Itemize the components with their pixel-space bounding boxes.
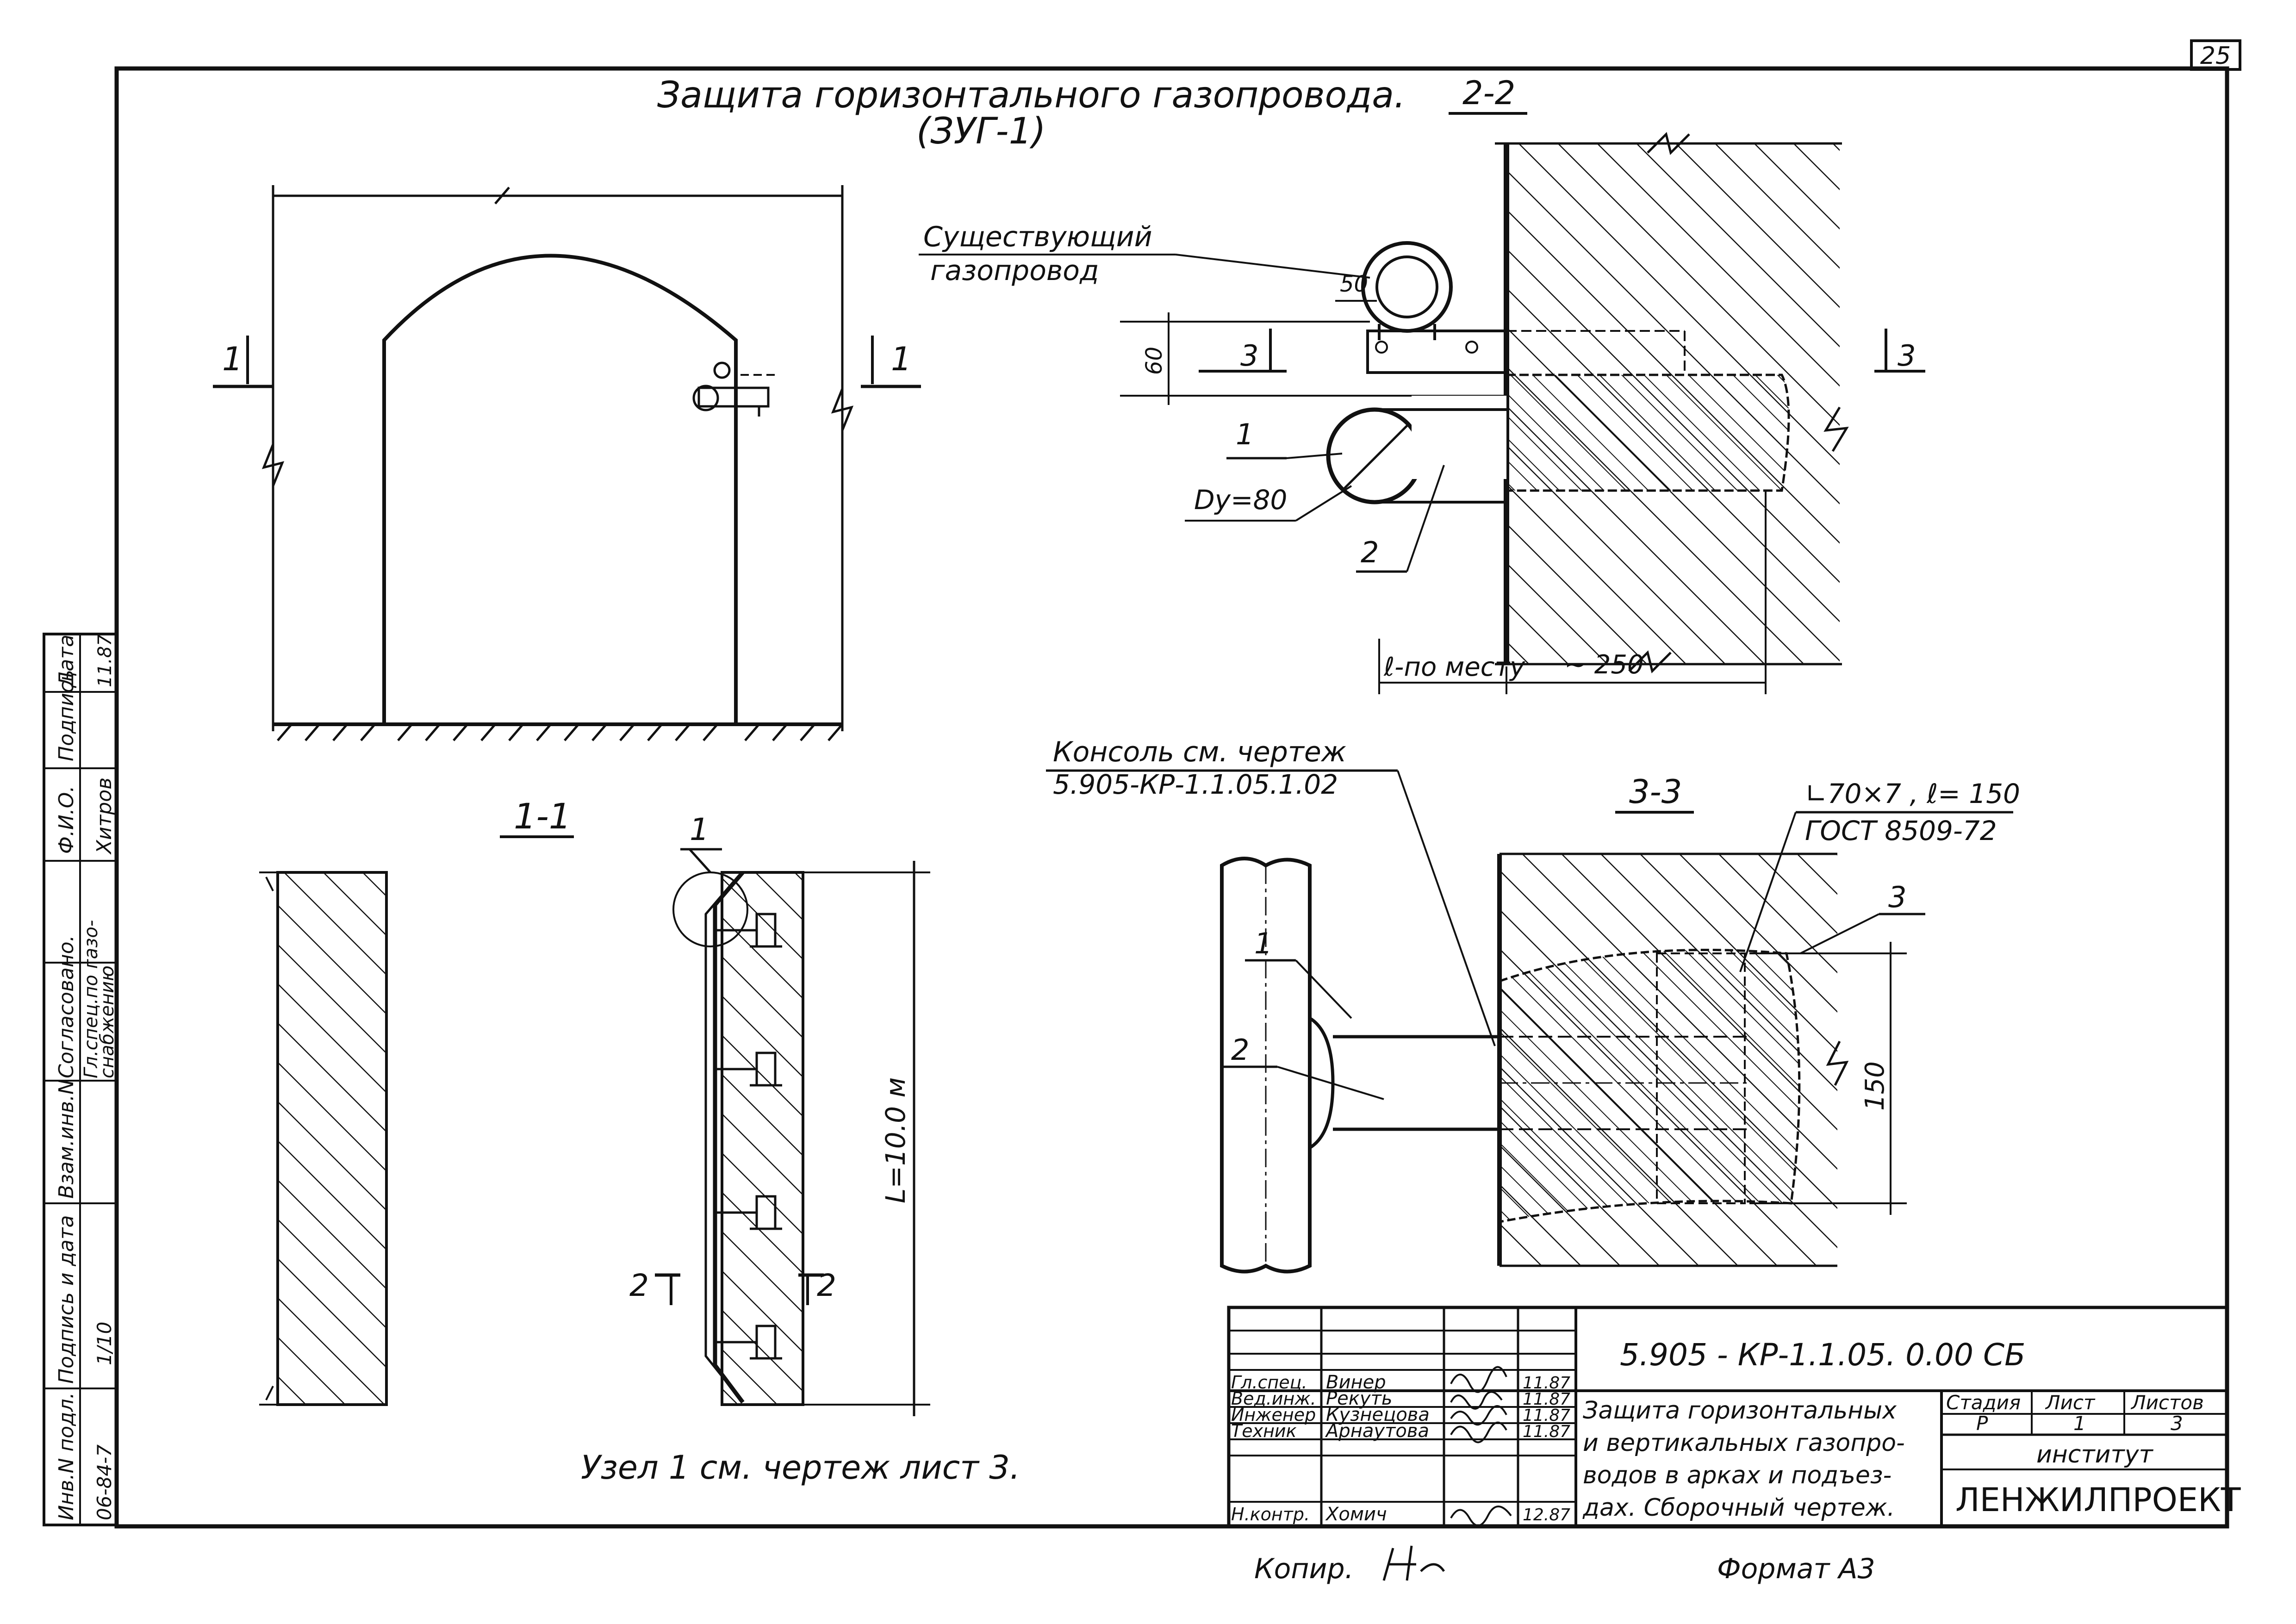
stamp-name: Хитров [93,778,116,855]
arch-elevation-view: 1 1 [213,185,921,741]
node-note: Узел 1 см. чертеж лист 3. [581,1449,1020,1487]
section-2-2-label: 2-2 [1462,74,1515,112]
marker-3-left: 3 [1240,339,1258,373]
stamp-col-fio: Ф.И.О. [55,786,78,854]
stamp-agreed: Согласовано. [55,935,78,1078]
existing-pipe-label-2: газопровод [930,255,1099,287]
stamp-inv-value: 06-84-7 [93,1444,116,1520]
document-code: 5.905 - КР-1.1.05. 0.00 СБ [1620,1337,2025,1373]
description-3: водов в арках и подъез- [1583,1462,1892,1489]
stamp-inv-2: Подпись и дата [55,1215,78,1384]
dim-150: 150 [1860,1061,1890,1111]
dim-50: 50 [1340,271,1368,297]
drawing-subtitle: (ЗУГ-1) [916,111,1046,152]
sheet-value: 1 [2073,1412,2086,1435]
section-1-1-callout: 1 [690,812,709,847]
angle-spec-2: ГОСТ 8509-72 [1805,815,1997,846]
marker-3-right: 3 [1898,339,1916,373]
section-marker-left: 1 [222,340,243,378]
stamp-col-date: Дата [55,635,78,688]
staff-date-2: 11.87 [1523,1390,1570,1409]
callout-3-3: 3 [1888,880,1906,914]
section-marker-right: 1 [891,340,912,378]
description-1: Защита горизонтальных [1583,1397,1897,1425]
diameter-label: Dу=80 [1194,484,1287,516]
stage-value: Р [1976,1412,1988,1435]
staff-name-4: Арнаутова [1325,1420,1429,1442]
institute-label: институт [2036,1441,2154,1468]
section-3-3-view: Консоль см. чертеж 5.905-КР-1.1.05.1.02 … [1046,736,2020,1274]
title-block: 5.905 - КР-1.1.05. 0.00 СБ Гл.спец. Вине… [1227,1306,2241,1528]
length-dimension: L=10.0 м [880,1077,911,1203]
side-stamp: Согласовано. Ф.И.О. Подпись Дата Гл.спец… [43,633,118,1526]
dim-l: ℓ-по месту [1383,652,1525,682]
dim-250: ~ 250 [1564,650,1644,680]
copier-signature [1382,1545,1445,1581]
format-label: Формат А3 [1717,1553,1875,1585]
callout-3-2: 2 [1231,1033,1249,1067]
staff-role-5: Н.контр. [1231,1504,1310,1524]
stamp-role-2: снабжению [97,965,118,1078]
console-ref-2: 5.905-КР-1.1.05.1.02 [1053,769,1338,800]
staff-date-3: 11.87 [1523,1406,1570,1425]
description-2: и вертикальных газопро- [1583,1429,1905,1457]
staff-name-3: Кузнецова [1326,1404,1430,1425]
stamp-inv-3: Взам.инв.N [55,1079,78,1199]
staff-name-1: Винер [1326,1372,1386,1393]
institute-name: ЛЕНЖИЛПРОЕКТ [1955,1481,2241,1519]
dim-60: 60 [1141,347,1167,375]
staff-role-4: Техник [1231,1421,1297,1441]
drawing-title: Защита горизонтального газопровода. [657,75,1406,116]
sheet-label: Лист [2045,1391,2096,1414]
staff-date-4: 11.87 [1523,1422,1570,1441]
console-ref-1: Консоль см. чертеж [1053,736,1346,768]
staff-role-2: Вед.инж. [1231,1388,1316,1409]
sheet-number-box: 25 [2190,39,2241,71]
staff-role-1: Гл.спец. [1231,1372,1307,1393]
section-2-2-view: 2-2 Существующий газопровод 50 60 [919,74,1925,694]
stamp-role-1: Гл.спец.по газо- [81,920,102,1078]
section-3-3-label: 3-3 [1629,773,1682,811]
section-1-1-view: 1-1 1 L=10.0 м 2 [259,796,1020,1487]
cut-marker-right: 2 [817,1268,836,1303]
angle-spec-1: ∟70×7 , ℓ= 150 [1805,778,2020,809]
existing-pipe-label-1: Существующий [923,221,1152,253]
sheets-label: Листов [2130,1391,2204,1414]
section-1-1-label: 1-1 [514,796,571,837]
staff-name-2: Рекуть [1326,1388,1392,1409]
cut-marker-left: 2 [629,1268,649,1303]
stamp-inv-1: Инв.N подл. [55,1392,78,1520]
staff-date-5: 12.87 [1523,1506,1570,1524]
stage-label: Стадия [1946,1391,2021,1414]
staff-role-3: Инженер [1231,1405,1316,1425]
description-4: дах. Сборочный чертеж. [1582,1494,1895,1522]
stamp-date: 11.87 [94,634,116,687]
callout-3-1: 1 [1254,927,1272,960]
staff-date-1: 11.87 [1523,1374,1570,1393]
callout-1: 1 [1236,417,1254,451]
callout-2: 2 [1361,535,1379,569]
staff-name-5: Хомич [1325,1504,1387,1525]
stamp-date-value: 1/10 [93,1322,116,1365]
copied-label: Копир. [1254,1553,1354,1585]
sheet-number: 25 [2200,42,2231,70]
sheets-value: 3 [2171,1412,2183,1435]
stamp-col-sign: Подпись [55,670,78,761]
